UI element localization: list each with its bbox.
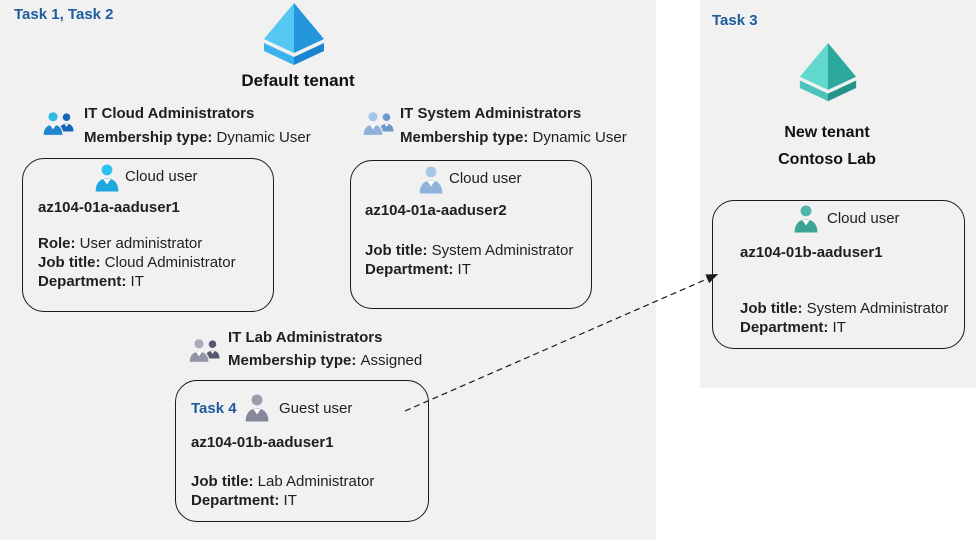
task-1-2-label: Task 1, Task 2 (14, 6, 114, 23)
membership-value: Dynamic User (216, 129, 311, 146)
field-value: IT (832, 319, 846, 336)
user-name: az104-01a-aaduser1 (38, 199, 180, 216)
user-fields: Job title: System Administrator Departme… (740, 299, 948, 337)
cloud-user-icon (418, 165, 444, 195)
guest-user-icon (244, 393, 270, 423)
user-type-label: Cloud user (125, 168, 198, 185)
user-card-new-tenant: Cloud user az104-01b-aaduser1 Job title:… (712, 200, 965, 349)
field-label: Job title: (365, 242, 428, 259)
membership-value: Dynamic User (532, 129, 627, 146)
membership-value: Assigned (360, 352, 423, 369)
field-value: System Administrator (431, 242, 574, 259)
group-membership-lab-admins: Membership type: Assigned (228, 352, 422, 369)
group-name-lab-admins: IT Lab Administrators (228, 329, 383, 346)
guest-user-card: Task 4 Guest user az104-01b-aaduser1 Job… (175, 380, 429, 522)
task-3-label: Task 3 (712, 12, 758, 29)
group-name-system-admins: IT System Administrators (400, 105, 582, 122)
user-fields: Role: User administrator Job title: Clou… (38, 234, 236, 291)
new-tenant-icon (794, 42, 862, 102)
user-name: az104-01b-aaduser1 (191, 434, 334, 451)
field-label: Department: (365, 261, 454, 278)
field-label: Job title: (38, 254, 101, 271)
field-value: IT (130, 273, 144, 290)
user-type-label: Cloud user (449, 170, 522, 187)
membership-label: Membership type: (400, 129, 529, 146)
task-4-label: Task 4 (191, 400, 237, 417)
group-icon-system-admins (362, 110, 396, 137)
field-value: User administrator (79, 235, 203, 252)
user-card-aaduser2: Cloud user az104-01a-aaduser2 Job title:… (350, 160, 592, 309)
default-tenant-label: Default tenant (241, 71, 355, 90)
membership-label: Membership type: (84, 129, 213, 146)
default-tenant-panel (0, 0, 656, 540)
field-label: Role: (38, 235, 76, 252)
user-card-aaduser1: Cloud user az104-01a-aaduser1 Role: User… (22, 158, 274, 312)
field-label: Job title: (191, 473, 254, 490)
default-tenant-icon (258, 2, 330, 66)
field-value: Lab Administrator (257, 473, 375, 490)
group-icon-lab-admins (188, 337, 222, 364)
user-type-label: Guest user (279, 400, 353, 417)
group-membership-system-admins: Membership type: Dynamic User (400, 129, 627, 146)
field-label: Department: (38, 273, 127, 290)
user-name: az104-01b-aaduser1 (740, 244, 883, 261)
field-value: Cloud Administrator (104, 254, 236, 271)
membership-label: Membership type: (228, 352, 357, 369)
group-membership-cloud-admins: Membership type: Dynamic User (84, 129, 311, 146)
field-value: IT (457, 261, 471, 278)
cloud-user-icon (793, 204, 819, 234)
field-label: Department: (191, 492, 280, 509)
group-name-cloud-admins: IT Cloud Administrators (84, 105, 255, 122)
new-tenant-label-line1: New tenant (784, 124, 870, 141)
field-value: System Administrator (806, 300, 949, 317)
group-icon-cloud-admins (42, 110, 76, 137)
field-label: Department: (740, 319, 829, 336)
user-type-label: Cloud user (827, 210, 900, 227)
user-fields: Job title: System Administrator Departme… (365, 241, 573, 279)
user-fields: Job title: Lab Administrator Department:… (191, 472, 374, 510)
user-name: az104-01a-aaduser2 (365, 202, 507, 219)
field-label: Job title: (740, 300, 803, 317)
field-value: IT (283, 492, 297, 509)
cloud-user-icon (94, 163, 120, 193)
new-tenant-label-line2: Contoso Lab (778, 151, 876, 168)
